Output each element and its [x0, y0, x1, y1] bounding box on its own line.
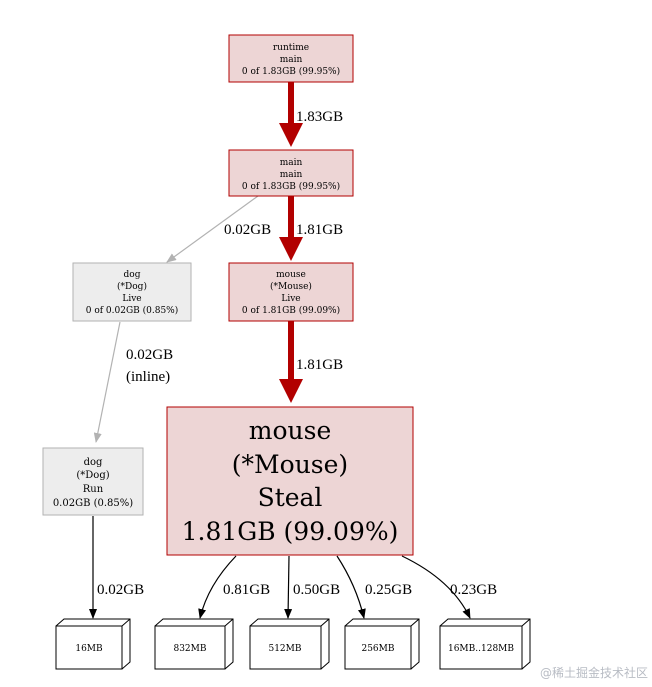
edge-main-to-dog-live — [166, 195, 259, 263]
edge-label-main-to-dog-live: 0.02GB — [224, 222, 271, 238]
leaf-256mb[interactable]: 256MB — [344, 618, 420, 670]
node-mouse-steal-function: Steal — [258, 483, 323, 512]
leaf-832mb-label: 832MB — [173, 644, 206, 654]
edge-dog-live-to-dog-run — [93, 321, 121, 443]
edge-steal-to-range — [401, 555, 471, 619]
edge-label-steal-to-256mb: 0.25GB — [365, 582, 412, 598]
edge-label-dog-live-to-dog-run: 0.02GB — [126, 347, 173, 363]
node-dog-run-value: 0.02GB (0.85%) — [53, 498, 133, 509]
edge-label-steal-to-range: 0.23GB — [450, 582, 497, 598]
node-dog-run-package: dog — [84, 457, 103, 468]
node-mouse-live-value: 0 of 1.81GB (99.09%) — [242, 305, 340, 316]
node-dog-run-function: Run — [83, 484, 104, 495]
node-main-main-value: 0 of 1.83GB (99.95%) — [242, 181, 340, 192]
leaf-512mb[interactable]: 512MB — [249, 618, 330, 670]
node-mouse-steal-package: mouse — [249, 416, 331, 445]
leaf-832mb[interactable]: 832MB — [154, 618, 234, 670]
node-runtime-main-value: 0 of 1.83GB (99.95%) — [242, 66, 340, 77]
node-dog-run-receiver: (*Dog) — [76, 470, 109, 481]
edge-label-steal-to-832mb: 0.81GB — [223, 582, 270, 598]
node-dog-live-receiver: (*Dog) — [117, 281, 147, 292]
leaf-16mb-128mb-label: 16MB..128MB — [448, 644, 514, 654]
node-mouse-steal-receiver: (*Mouse) — [232, 450, 348, 479]
node-mouse-steal[interactable]: mouse (*Mouse) Steal 1.81GB (99.09%) — [166, 406, 414, 556]
node-mouse-live-receiver: (*Mouse) — [270, 281, 312, 292]
edge-steal-to-256mb — [336, 555, 366, 619]
edge-steal-to-512mb — [284, 555, 293, 619]
node-dog-live-value: 0 of 0.02GB (0.85%) — [86, 305, 179, 316]
edge-label-mouse-live-to-steal: 1.81GB — [296, 357, 343, 373]
leaf-512mb-label: 512MB — [268, 644, 301, 654]
node-dog-live-package: dog — [124, 270, 141, 280]
watermark: @稀土掘金技术社区 — [540, 665, 648, 680]
edge-note-dog-live-to-dog-run: (inline) — [126, 369, 170, 385]
node-runtime-main-package: runtime — [273, 43, 309, 53]
node-mouse-live-function: Live — [281, 294, 300, 304]
node-main-main-package: main — [280, 158, 303, 168]
node-main-main[interactable]: main main 0 of 1.83GB (99.95%) — [228, 149, 354, 197]
node-runtime-main[interactable]: runtime main 0 of 1.83GB (99.95%) — [228, 34, 354, 83]
edge-label-dog-run-to-16mb: 0.02GB — [97, 582, 144, 598]
leaf-16mb-128mb[interactable]: 16MB..128MB — [439, 618, 531, 670]
node-mouse-steal-value: 1.81GB (99.09%) — [182, 517, 399, 546]
leaf-256mb-label: 256MB — [361, 644, 394, 654]
node-runtime-main-function: main — [280, 55, 303, 65]
leaf-16mb[interactable]: 16MB — [55, 618, 131, 670]
node-dog-live[interactable]: dog (*Dog) Live 0 of 0.02GB (0.85%) — [72, 262, 192, 322]
node-mouse-live-package: mouse — [276, 270, 306, 280]
leaf-16mb-label: 16MB — [75, 644, 103, 654]
node-mouse-live[interactable]: mouse (*Mouse) Live 0 of 1.81GB (99.09%) — [228, 262, 354, 322]
edge-steal-to-832mb — [198, 555, 237, 619]
node-main-main-function: main — [280, 170, 303, 180]
edge-label-main-to-mouse-live: 1.81GB — [296, 222, 343, 238]
edge-label-steal-to-512mb: 0.50GB — [293, 582, 340, 598]
edge-label-runtime-to-main: 1.83GB — [296, 109, 343, 125]
node-dog-run[interactable]: dog (*Dog) Run 0.02GB (0.85%) — [42, 447, 144, 516]
node-dog-live-function: Live — [122, 294, 141, 304]
